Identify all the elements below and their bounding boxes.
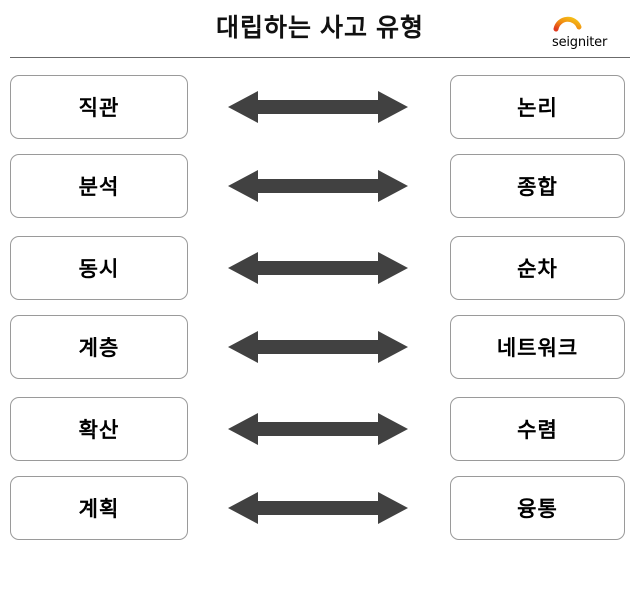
concept-box-left[interactable]: 분석	[10, 154, 188, 218]
brand-wordmark: seigniter	[552, 35, 608, 50]
pair-row: 계층 네트워크	[0, 315, 640, 379]
header-divider	[10, 57, 630, 58]
brand-logo: seigniter	[534, 8, 626, 52]
concept-box-right[interactable]: 순차	[450, 236, 625, 300]
pair-row: 동시 순차	[0, 236, 640, 300]
concept-box-left[interactable]: 확산	[10, 397, 188, 461]
double-arrow-icon	[228, 168, 408, 204]
concept-box-right[interactable]: 융통	[450, 476, 625, 540]
pair-group: 직관 논리 분석 종합	[0, 75, 640, 218]
concept-box-right[interactable]: 수렴	[450, 397, 625, 461]
concept-pairs-list: 직관 논리 분석 종합 동시	[0, 58, 640, 540]
concept-box-right[interactable]: 논리	[450, 75, 625, 139]
concept-box-right[interactable]: 네트워크	[450, 315, 625, 379]
arc-icon: seigniter	[552, 16, 608, 50]
pair-group: 확산 수렴 계획 융통	[0, 397, 640, 540]
double-arrow-icon	[228, 490, 408, 526]
concept-box-left[interactable]: 동시	[10, 236, 188, 300]
double-arrow-icon	[228, 250, 408, 286]
pair-row: 분석 종합	[0, 154, 640, 218]
double-arrow-icon	[228, 411, 408, 447]
concept-box-left[interactable]: 직관	[10, 75, 188, 139]
concept-box-right[interactable]: 종합	[450, 154, 625, 218]
page-header: 대립하는 사고 유형 seigniter	[0, 0, 640, 58]
concept-box-left[interactable]: 계층	[10, 315, 188, 379]
double-arrow-icon	[228, 329, 408, 365]
page-title: 대립하는 사고 유형	[216, 14, 424, 42]
pair-row: 확산 수렴	[0, 397, 640, 461]
pair-group: 동시 순차 계층 네트워크	[0, 236, 640, 379]
pair-row: 계획 융통	[0, 476, 640, 540]
double-arrow-icon	[228, 89, 408, 125]
pair-row: 직관 논리	[0, 75, 640, 139]
concept-box-left[interactable]: 계획	[10, 476, 188, 540]
